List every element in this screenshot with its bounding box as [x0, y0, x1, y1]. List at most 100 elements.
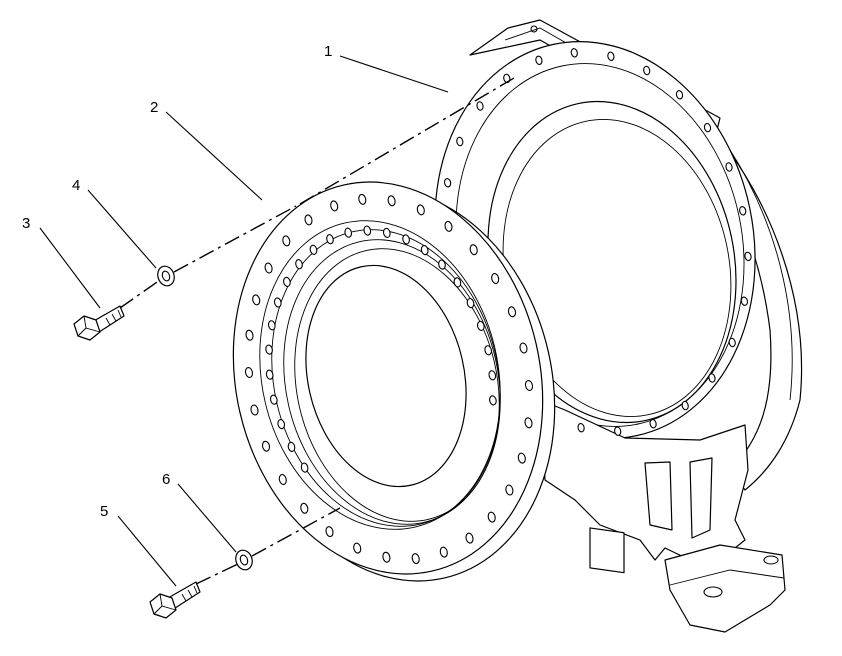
centerline-washer6-plate	[251, 507, 341, 557]
plate-inner-bolt-hole-24	[489, 395, 497, 406]
centerline-plate-housing	[299, 77, 515, 205]
plate-center-bore	[305, 264, 467, 488]
plate-inner-bolt-hole-16	[402, 234, 410, 245]
plate-outer-bolt-hole-15	[261, 440, 271, 452]
callout-5: 5	[100, 503, 108, 520]
plate-outer-bolt-hole-23	[330, 200, 339, 212]
plate-outer-bolt-hole-6	[487, 511, 496, 523]
plate-inner-bolt-hole-23	[488, 370, 497, 381]
housing-bolt-hole-23	[643, 65, 651, 76]
bolt-5-threads	[181, 585, 198, 602]
plate-outer-bolt-hole-22	[304, 214, 313, 226]
plate-inner-bolt-hole-2	[287, 441, 296, 452]
centerline-bolt3-washer4	[119, 279, 161, 309]
plate-inner-bolt-hole-17	[420, 245, 429, 256]
leader-5	[117, 515, 177, 587]
plate-outer-bolt-hole-8	[439, 546, 448, 558]
plate-outer-bolt-hole-27	[444, 220, 453, 232]
housing-bolt-hole-26	[725, 162, 733, 172]
housing-bolt-hole-18	[476, 101, 484, 111]
housing-bolt-hole-25	[703, 122, 712, 133]
plate-inner-bolt-holes	[265, 225, 497, 473]
plate-outer-bolt-hole-16	[250, 404, 259, 416]
plate-inner-bolt-hole-9	[283, 276, 291, 287]
side-wall-edge	[729, 149, 793, 401]
plate-inner-bolt-hole-14	[363, 225, 372, 236]
plate-outer-bolt-hole-30	[507, 306, 517, 318]
plate-inner-bolt-hole-20	[466, 298, 475, 309]
callout-labels: 1 2 3 4 5 6	[22, 43, 332, 520]
plate-outer-bolt-hole-10	[382, 551, 391, 563]
plate-inner-bolt-hole-13	[344, 227, 353, 238]
centerline-bolt5-washer6	[195, 563, 239, 585]
plate-inner-bolt-hole-22	[484, 345, 493, 356]
plate-outer-bolt-hole-26	[416, 204, 425, 216]
housing-bolt-hole-2	[744, 251, 752, 262]
frame-window-1	[589, 527, 625, 574]
callout-leaders	[39, 55, 449, 587]
housing-bolt-hole-1	[739, 206, 747, 216]
bolt-part-5	[149, 581, 201, 619]
washer-4-hole	[161, 270, 171, 282]
plate-ring-step-2	[283, 239, 501, 525]
assembly-centerlines	[119, 77, 515, 585]
plate-outer-bolt-hole-9	[411, 553, 420, 565]
plate-outer-bolt-hole-25	[387, 195, 396, 207]
washer-part-4	[157, 265, 175, 287]
leader-2	[165, 111, 263, 201]
housing-bolt-hole-20	[535, 55, 543, 66]
leader-6	[177, 483, 237, 553]
housing-bolt-hole-7	[649, 418, 657, 429]
frame-window-3	[689, 457, 713, 539]
leader-1	[339, 55, 449, 93]
foot-top-edge	[669, 569, 785, 586]
plate-outer-bolt-hole-20	[264, 262, 273, 274]
housing-bolt-hole-3	[740, 296, 749, 306]
plate-outer-bolt-hole-3	[524, 417, 533, 429]
centerline-washer4-plate	[173, 205, 297, 273]
plate-outer-bolt-hole-11	[353, 542, 362, 554]
housing-bolt-hole-17	[456, 136, 464, 147]
bolt-5-head-edges	[153, 593, 177, 615]
housing-bolt-hole-22	[607, 51, 615, 62]
plate-inner-bolt-hole-6	[265, 344, 273, 355]
bolt-3-threads	[105, 309, 122, 326]
bolt-3-head-edges	[77, 315, 101, 337]
plate-outer-bolt-hole-4	[517, 452, 526, 464]
plate-inner-bolt-hole-1	[300, 462, 309, 473]
plate-inner-bolt-hole-15	[382, 227, 391, 238]
plate-outer-bolt-hole-5	[505, 484, 514, 496]
plate-inner-bolt-hole-7	[267, 320, 276, 331]
frame-window-2	[644, 461, 673, 531]
washer-6-hole	[239, 554, 249, 566]
plate-inner-bolt-hole-8	[273, 297, 282, 308]
plate-inner-bolt-hole-3	[277, 419, 286, 430]
housing-bolt-hole-6	[681, 400, 689, 411]
plate-outer-bolt-hole-1	[519, 342, 528, 354]
plate-outer-bolt-hole-17	[244, 367, 254, 378]
housing-bolt-hole-4	[728, 337, 736, 348]
plate-outer-bolt-hole-24	[358, 193, 367, 205]
plate-outer-bolt-hole-13	[300, 502, 309, 514]
plate-outer-bolt-hole-29	[491, 273, 500, 284]
foot-bolt-hole-2	[763, 555, 779, 565]
plate-inner-bolt-hole-5	[265, 369, 274, 380]
bolt-part-3	[73, 305, 125, 341]
housing-foot	[664, 544, 786, 633]
plate-inner-bolt-hole-11	[309, 244, 318, 255]
plate-ring-outer	[259, 220, 501, 530]
housing-bolt-hole-16	[443, 178, 452, 188]
plate-outer-bolt-hole-18	[245, 329, 254, 341]
plate-outer-bolt-hole-12	[325, 526, 334, 538]
plate-inner-bolt-hole-21	[476, 320, 485, 331]
foot-bolt-hole-1	[703, 586, 723, 598]
leader-4	[87, 189, 157, 269]
plate-outer-bolt-hole-28	[469, 244, 478, 256]
plate-outer-bolt-hole-14	[278, 474, 287, 485]
housing-bolt-hole-5	[708, 373, 716, 383]
housing-bolt-hole-9	[577, 422, 585, 433]
plate-outer-bolt-hole-19	[252, 294, 261, 306]
callout-3: 3	[22, 215, 30, 232]
plate-outer-bolt-hole-2	[524, 380, 534, 391]
